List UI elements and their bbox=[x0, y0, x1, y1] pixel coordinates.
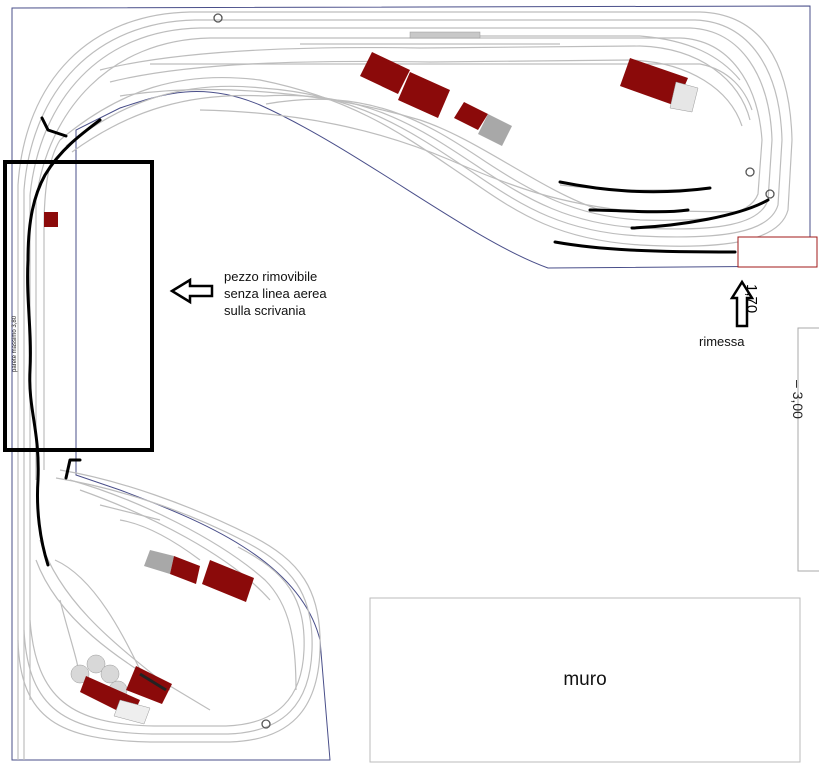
right-fragment-label: – 3,00 bbox=[790, 380, 806, 419]
overhead-line-right-2 bbox=[553, 240, 737, 254]
measure-label: 1,70 bbox=[743, 284, 760, 314]
removable-piece-label: pezzo rimovibile senza linea aerea sulla… bbox=[224, 268, 364, 319]
overhead-line-upper-right bbox=[558, 180, 712, 194]
adjacent-room-outline bbox=[797, 327, 819, 572]
building-grey bbox=[113, 699, 151, 725]
tank bbox=[70, 664, 90, 684]
removable-label-line-3: sulla scrivania bbox=[224, 303, 306, 318]
board-outline bbox=[11, 5, 811, 761]
building bbox=[398, 72, 450, 118]
signal-marker bbox=[213, 13, 223, 23]
building-grey bbox=[144, 550, 174, 574]
signal-markers bbox=[213, 13, 775, 729]
tank bbox=[100, 664, 120, 684]
tank bbox=[86, 654, 106, 674]
building bbox=[454, 102, 488, 130]
overhead-line-right-3 bbox=[630, 198, 770, 230]
building-grey bbox=[669, 81, 699, 113]
depot-label: rimessa bbox=[699, 334, 745, 349]
track-group-left bbox=[17, 139, 61, 760]
building bbox=[202, 560, 254, 602]
overhead-line-left-stub bbox=[40, 116, 68, 138]
roof-line bbox=[139, 672, 167, 692]
wall-label: muro bbox=[563, 669, 607, 690]
platform bbox=[409, 31, 481, 39]
signal-marker bbox=[745, 167, 755, 177]
max-wall-label: parete massimo 3,80 bbox=[12, 315, 18, 372]
arrow-up-icon bbox=[729, 279, 755, 328]
building bbox=[44, 212, 58, 227]
arrow-left-icon bbox=[169, 277, 214, 305]
wall-box bbox=[369, 597, 801, 763]
overhead-line-lower-stub bbox=[64, 458, 82, 480]
track-group-lower bbox=[17, 469, 321, 743]
building-grey bbox=[478, 114, 512, 146]
overhead-line-left bbox=[26, 118, 102, 567]
building bbox=[360, 52, 410, 94]
removable-piece-box bbox=[3, 160, 154, 452]
overhead-line-right-4 bbox=[588, 208, 690, 214]
building bbox=[126, 666, 172, 704]
buildings-upper bbox=[44, 52, 699, 227]
signal-marker bbox=[261, 719, 271, 729]
overhead-line-marks bbox=[26, 116, 770, 567]
signal-marker bbox=[765, 189, 775, 199]
building bbox=[170, 556, 200, 584]
buildings-lower bbox=[70, 550, 254, 725]
removable-label-line-1: pezzo rimovibile bbox=[224, 269, 318, 284]
building bbox=[620, 58, 688, 106]
removable-label-line-2: senza linea aerea bbox=[224, 286, 327, 301]
depot-box bbox=[737, 236, 818, 268]
